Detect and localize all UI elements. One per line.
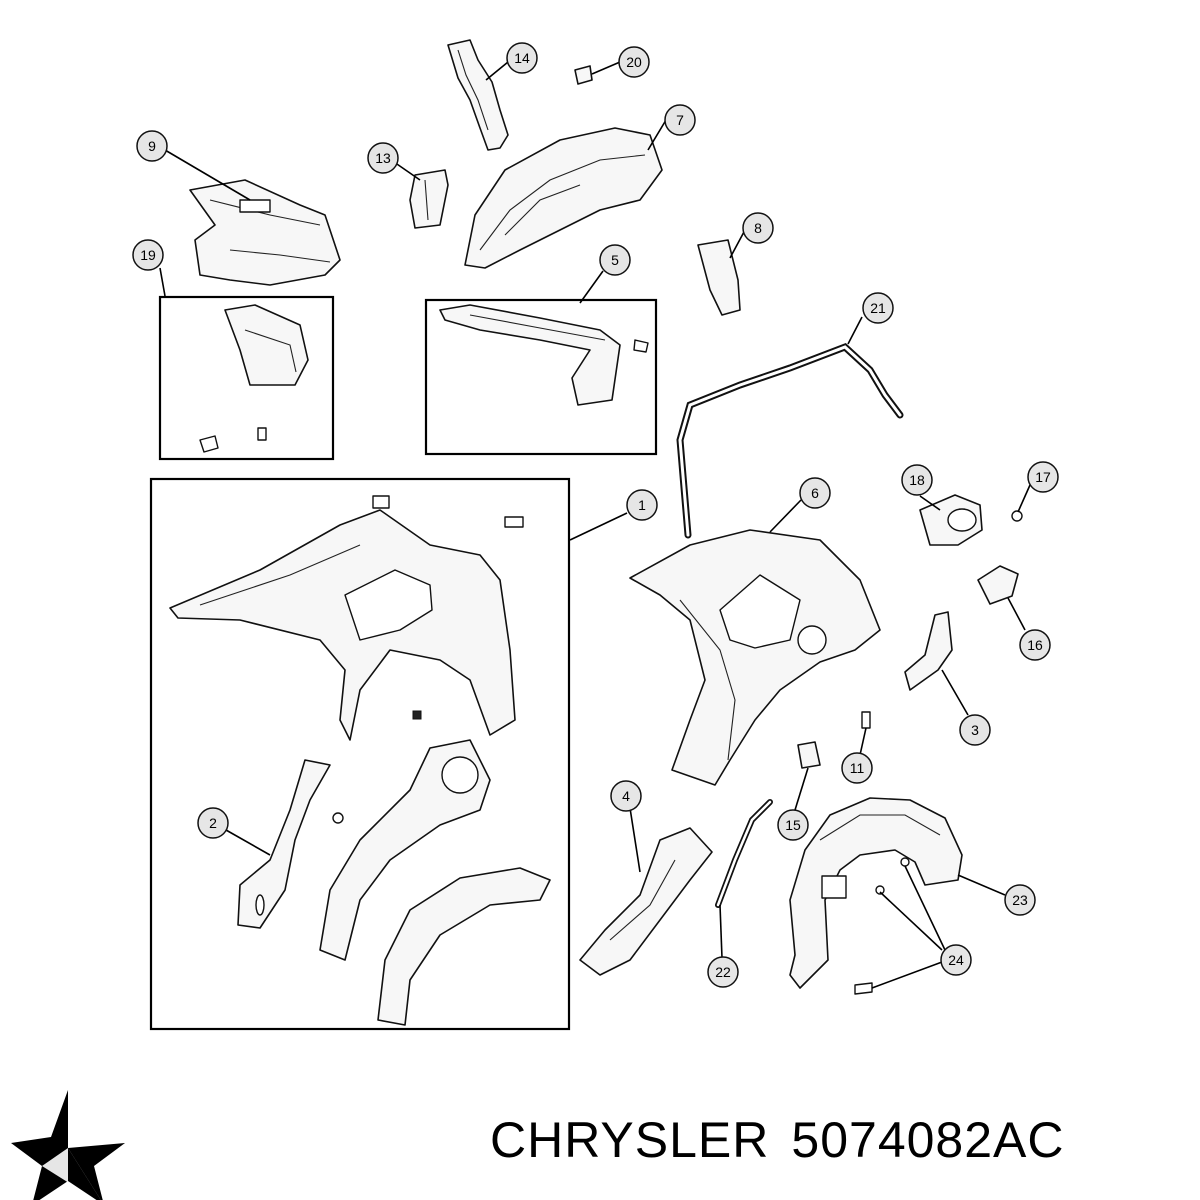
svg-text:16: 16 — [1027, 637, 1043, 653]
callout-20: 20 — [618, 46, 650, 78]
svg-text:4: 4 — [622, 788, 630, 804]
callout-15: 15 — [777, 809, 809, 841]
part-20-clip — [574, 65, 593, 85]
part-15-clip — [797, 741, 821, 769]
svg-text:19: 19 — [140, 247, 156, 263]
svg-text:14: 14 — [514, 50, 530, 66]
part-1-inner-wheelhouse — [319, 739, 551, 1026]
part-22-seal — [715, 799, 773, 908]
part-6-quarter-panel — [629, 529, 881, 786]
callout-2: 2 — [197, 807, 229, 839]
part-23-liner — [789, 797, 963, 989]
part-7-wheelhouse — [464, 127, 663, 269]
part-16-fuel-door — [977, 565, 1019, 605]
pentastar-icon — [11, 1090, 125, 1200]
callout-9: 9 — [136, 130, 168, 162]
svg-text:8: 8 — [754, 220, 762, 236]
svg-text:24: 24 — [948, 952, 964, 968]
callout-19: 19 — [132, 239, 164, 271]
callout-17: 17 — [1027, 461, 1059, 493]
svg-text:6: 6 — [811, 485, 819, 501]
part-4-sill-extension — [579, 827, 713, 976]
callout-13: 13 — [367, 142, 399, 174]
svg-text:3: 3 — [971, 722, 979, 738]
svg-text:2: 2 — [209, 815, 217, 831]
part-24-fasteners — [854, 857, 910, 995]
svg-text:9: 9 — [148, 138, 156, 154]
callout-22: 22 — [707, 956, 739, 988]
part-1-inner-panel — [169, 495, 524, 741]
svg-text:11: 11 — [850, 760, 865, 776]
part-21-weatherstrip — [676, 342, 904, 539]
callout-11: 11 — [841, 752, 873, 784]
part-3-bracket — [904, 611, 953, 691]
callout-1: 1 — [626, 489, 658, 521]
callout-24: 24 — [940, 944, 972, 976]
part-13-bracket — [409, 169, 449, 229]
callout-5: 5 — [599, 244, 631, 276]
callout-14: 14 — [506, 42, 538, 74]
callout-7: 7 — [664, 104, 696, 136]
svg-text:20: 20 — [626, 54, 642, 70]
callout-18: 18 — [901, 464, 933, 496]
leader-lines — [159, 61, 1031, 989]
brand-make: CHRYSLER — [490, 1112, 770, 1168]
callout-8: 8 — [742, 212, 774, 244]
svg-text:22: 22 — [715, 964, 731, 980]
group-frame-5 — [424, 298, 658, 456]
part-2-pillar — [237, 759, 344, 929]
group-frame-1 — [149, 477, 571, 1031]
svg-text:21: 21 — [870, 300, 886, 316]
svg-text:13: 13 — [375, 150, 391, 166]
svg-text:5: 5 — [611, 252, 619, 268]
svg-text:1: 1 — [638, 497, 646, 513]
brand-label: CHRYSLER 5074082AC — [490, 1108, 1190, 1172]
svg-text:15: 15 — [785, 817, 801, 833]
svg-text:18: 18 — [909, 472, 925, 488]
callout-4: 4 — [610, 780, 642, 812]
brand-part-number: 5074082AC — [791, 1112, 1065, 1168]
callout-16: 16 — [1019, 629, 1051, 661]
callout-23: 23 — [1004, 884, 1036, 916]
svg-text:23: 23 — [1012, 892, 1028, 908]
part-14-bracket — [447, 39, 509, 151]
part-19-bracket — [199, 304, 309, 453]
part-17-clip — [1011, 510, 1023, 522]
part-5-rail — [439, 304, 649, 406]
svg-text:7: 7 — [676, 112, 684, 128]
part-11-fastener — [861, 711, 871, 729]
callout-21: 21 — [862, 292, 894, 324]
callout-3: 3 — [959, 714, 991, 746]
group-frame-19 — [158, 295, 335, 461]
part-8-bracket — [697, 239, 741, 316]
part-9-panel — [189, 179, 341, 286]
svg-text:17: 17 — [1035, 469, 1051, 485]
callout-6: 6 — [799, 477, 831, 509]
